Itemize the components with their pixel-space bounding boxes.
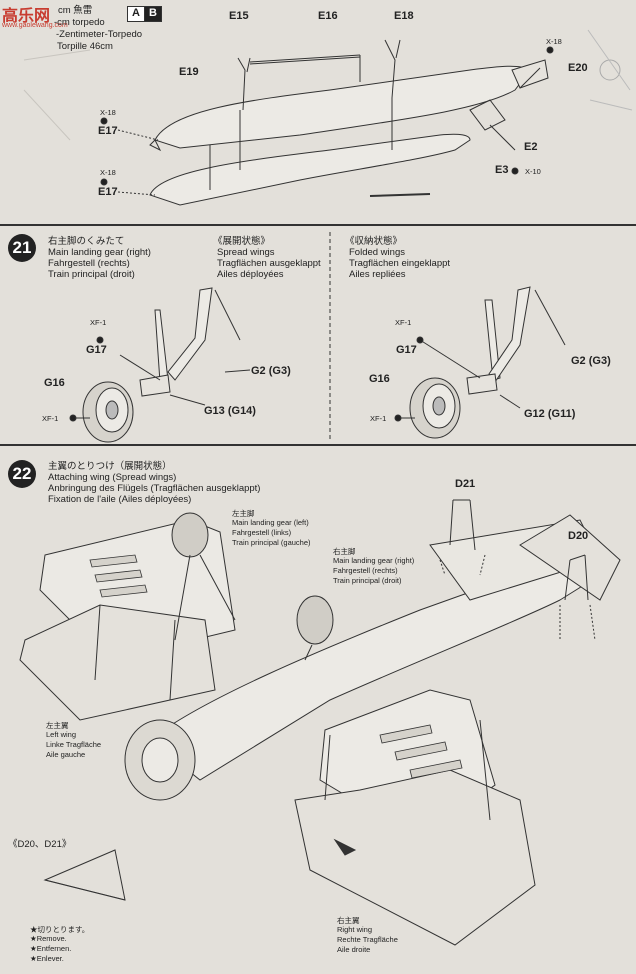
remove-label-en: ★Remove. bbox=[30, 934, 67, 943]
part-e17-bottom: E17 bbox=[98, 186, 118, 198]
torpedo-label-fr: Torpille 46cm bbox=[57, 41, 113, 52]
step21-left-g2g3: G2 (G3) bbox=[251, 365, 291, 377]
step21-left-xf1-top: XF-1 bbox=[90, 318, 107, 327]
divider-middle bbox=[0, 444, 636, 446]
folded-label-fr: Ailes repliées bbox=[349, 269, 406, 280]
step-22-title-fr: Fixation de l'aile (Ailes déployées) bbox=[48, 494, 192, 505]
spread-label-fr: Ailes déployées bbox=[217, 269, 284, 280]
left-gear-label-jp: 左主脚 bbox=[232, 509, 255, 518]
step-21-title-en: Main landing gear (right) bbox=[48, 247, 151, 258]
left-gear-label-fr: Train principal (gauche) bbox=[232, 538, 311, 547]
folded-label-de: Tragflächen eingeklappt bbox=[349, 258, 451, 269]
left-gear-label-en: Main landing gear (left) bbox=[232, 518, 309, 527]
part-e20: E20 bbox=[568, 62, 588, 74]
screw-x18-b: X-18 bbox=[100, 168, 116, 177]
remove-label-jp: ★切りとります。 bbox=[30, 925, 90, 934]
step-22-number: 22 bbox=[8, 460, 36, 488]
step-22-title-en: Attaching wing (Spread wings) bbox=[48, 472, 177, 483]
left-gear-label-de: Fahrgestell (links) bbox=[232, 528, 292, 537]
step21-left-xf1-bottom: XF-1 bbox=[42, 414, 59, 423]
spread-label-jp: 《展開状態》 bbox=[213, 236, 271, 247]
screw-x10: X-10 bbox=[525, 167, 541, 176]
left-wing-label-jp: 左主翼 bbox=[46, 721, 69, 730]
divider-top bbox=[0, 224, 636, 226]
part-d20: D20 bbox=[568, 530, 589, 542]
right-wing-label-fr: Aile droite bbox=[337, 945, 371, 954]
remove-label-de: ★Entfernen. bbox=[30, 944, 72, 953]
part-e17-top: E17 bbox=[98, 125, 118, 137]
step21-right-g16: G16 bbox=[369, 373, 390, 385]
left-wing-label-en: Left wing bbox=[46, 730, 77, 739]
step21-left-g17: G17 bbox=[86, 344, 107, 356]
part-e18: E18 bbox=[394, 10, 414, 22]
part-e19: E19 bbox=[179, 66, 199, 78]
step21-right-xf1-bottom: XF-1 bbox=[370, 414, 387, 423]
remove-title: 《D20、D21》 bbox=[8, 839, 72, 850]
step-21-title-jp: 右主脚のくみたて bbox=[48, 236, 125, 247]
part-e15: E15 bbox=[229, 10, 249, 22]
step21-right-g17: G17 bbox=[396, 344, 417, 356]
step21-right-g2g3: G2 (G3) bbox=[571, 355, 611, 367]
step21-left-g13g14: G13 (G14) bbox=[204, 405, 256, 417]
remove-label-fr: ★Enlever. bbox=[30, 954, 64, 963]
part-d21: D21 bbox=[455, 478, 476, 490]
screw-x18-c: X-18 bbox=[546, 37, 562, 46]
box-b: B bbox=[144, 6, 162, 22]
right-gear-label-en: Main landing gear (right) bbox=[333, 556, 415, 565]
spread-label-de: Tragflächen ausgeklappt bbox=[217, 258, 321, 269]
folded-label-jp: 《収納状態》 bbox=[345, 236, 403, 247]
part-e2: E2 bbox=[524, 141, 538, 153]
step21-right-g12g11: G12 (G11) bbox=[524, 408, 576, 420]
part-e16: E16 bbox=[318, 10, 338, 22]
left-wing-label-de: Linke Tragfläche bbox=[46, 740, 102, 749]
spread-label-en: Spread wings bbox=[217, 247, 275, 258]
folded-label-en: Folded wings bbox=[349, 247, 405, 258]
step-22-title-de: Anbringung des Flügels (Tragflächen ausg… bbox=[48, 483, 261, 494]
part-e3: E3 bbox=[495, 164, 509, 176]
watermark-url: www.gaolewang.com bbox=[2, 22, 68, 29]
torpedo-label-en: -cm torpedo bbox=[54, 17, 105, 28]
step21-left-g16: G16 bbox=[44, 377, 65, 389]
left-wing-label-fr: Aile gauche bbox=[46, 750, 86, 759]
right-gear-label-jp: 右主脚 bbox=[333, 547, 356, 556]
torpedo-label-jp: cm 魚雷 bbox=[58, 5, 93, 16]
step-21-title-de: Fahrgestell (rechts) bbox=[48, 258, 130, 269]
right-wing-label-de: Rechte Tragfläche bbox=[337, 935, 398, 944]
watermark-logo: 高乐网 bbox=[2, 8, 51, 25]
step21-right-xf1-top: XF-1 bbox=[395, 318, 412, 327]
right-gear-label-fr: Train principal (droit) bbox=[333, 576, 402, 585]
step-21-number: 21 bbox=[8, 234, 36, 262]
step-21-title-fr: Train principal (droit) bbox=[48, 269, 135, 280]
right-gear-label-de: Fahrgestell (rechts) bbox=[333, 566, 398, 575]
torpedo-label-de: -Zentimeter-Torpedo bbox=[56, 29, 143, 40]
screw-x18-a: X-18 bbox=[100, 108, 116, 117]
right-wing-label-jp: 右主翼 bbox=[337, 916, 360, 925]
step-22-title-jp: 主翼のとりつけ（展開状態） bbox=[48, 461, 172, 472]
right-wing-label-en: Right wing bbox=[337, 925, 373, 934]
